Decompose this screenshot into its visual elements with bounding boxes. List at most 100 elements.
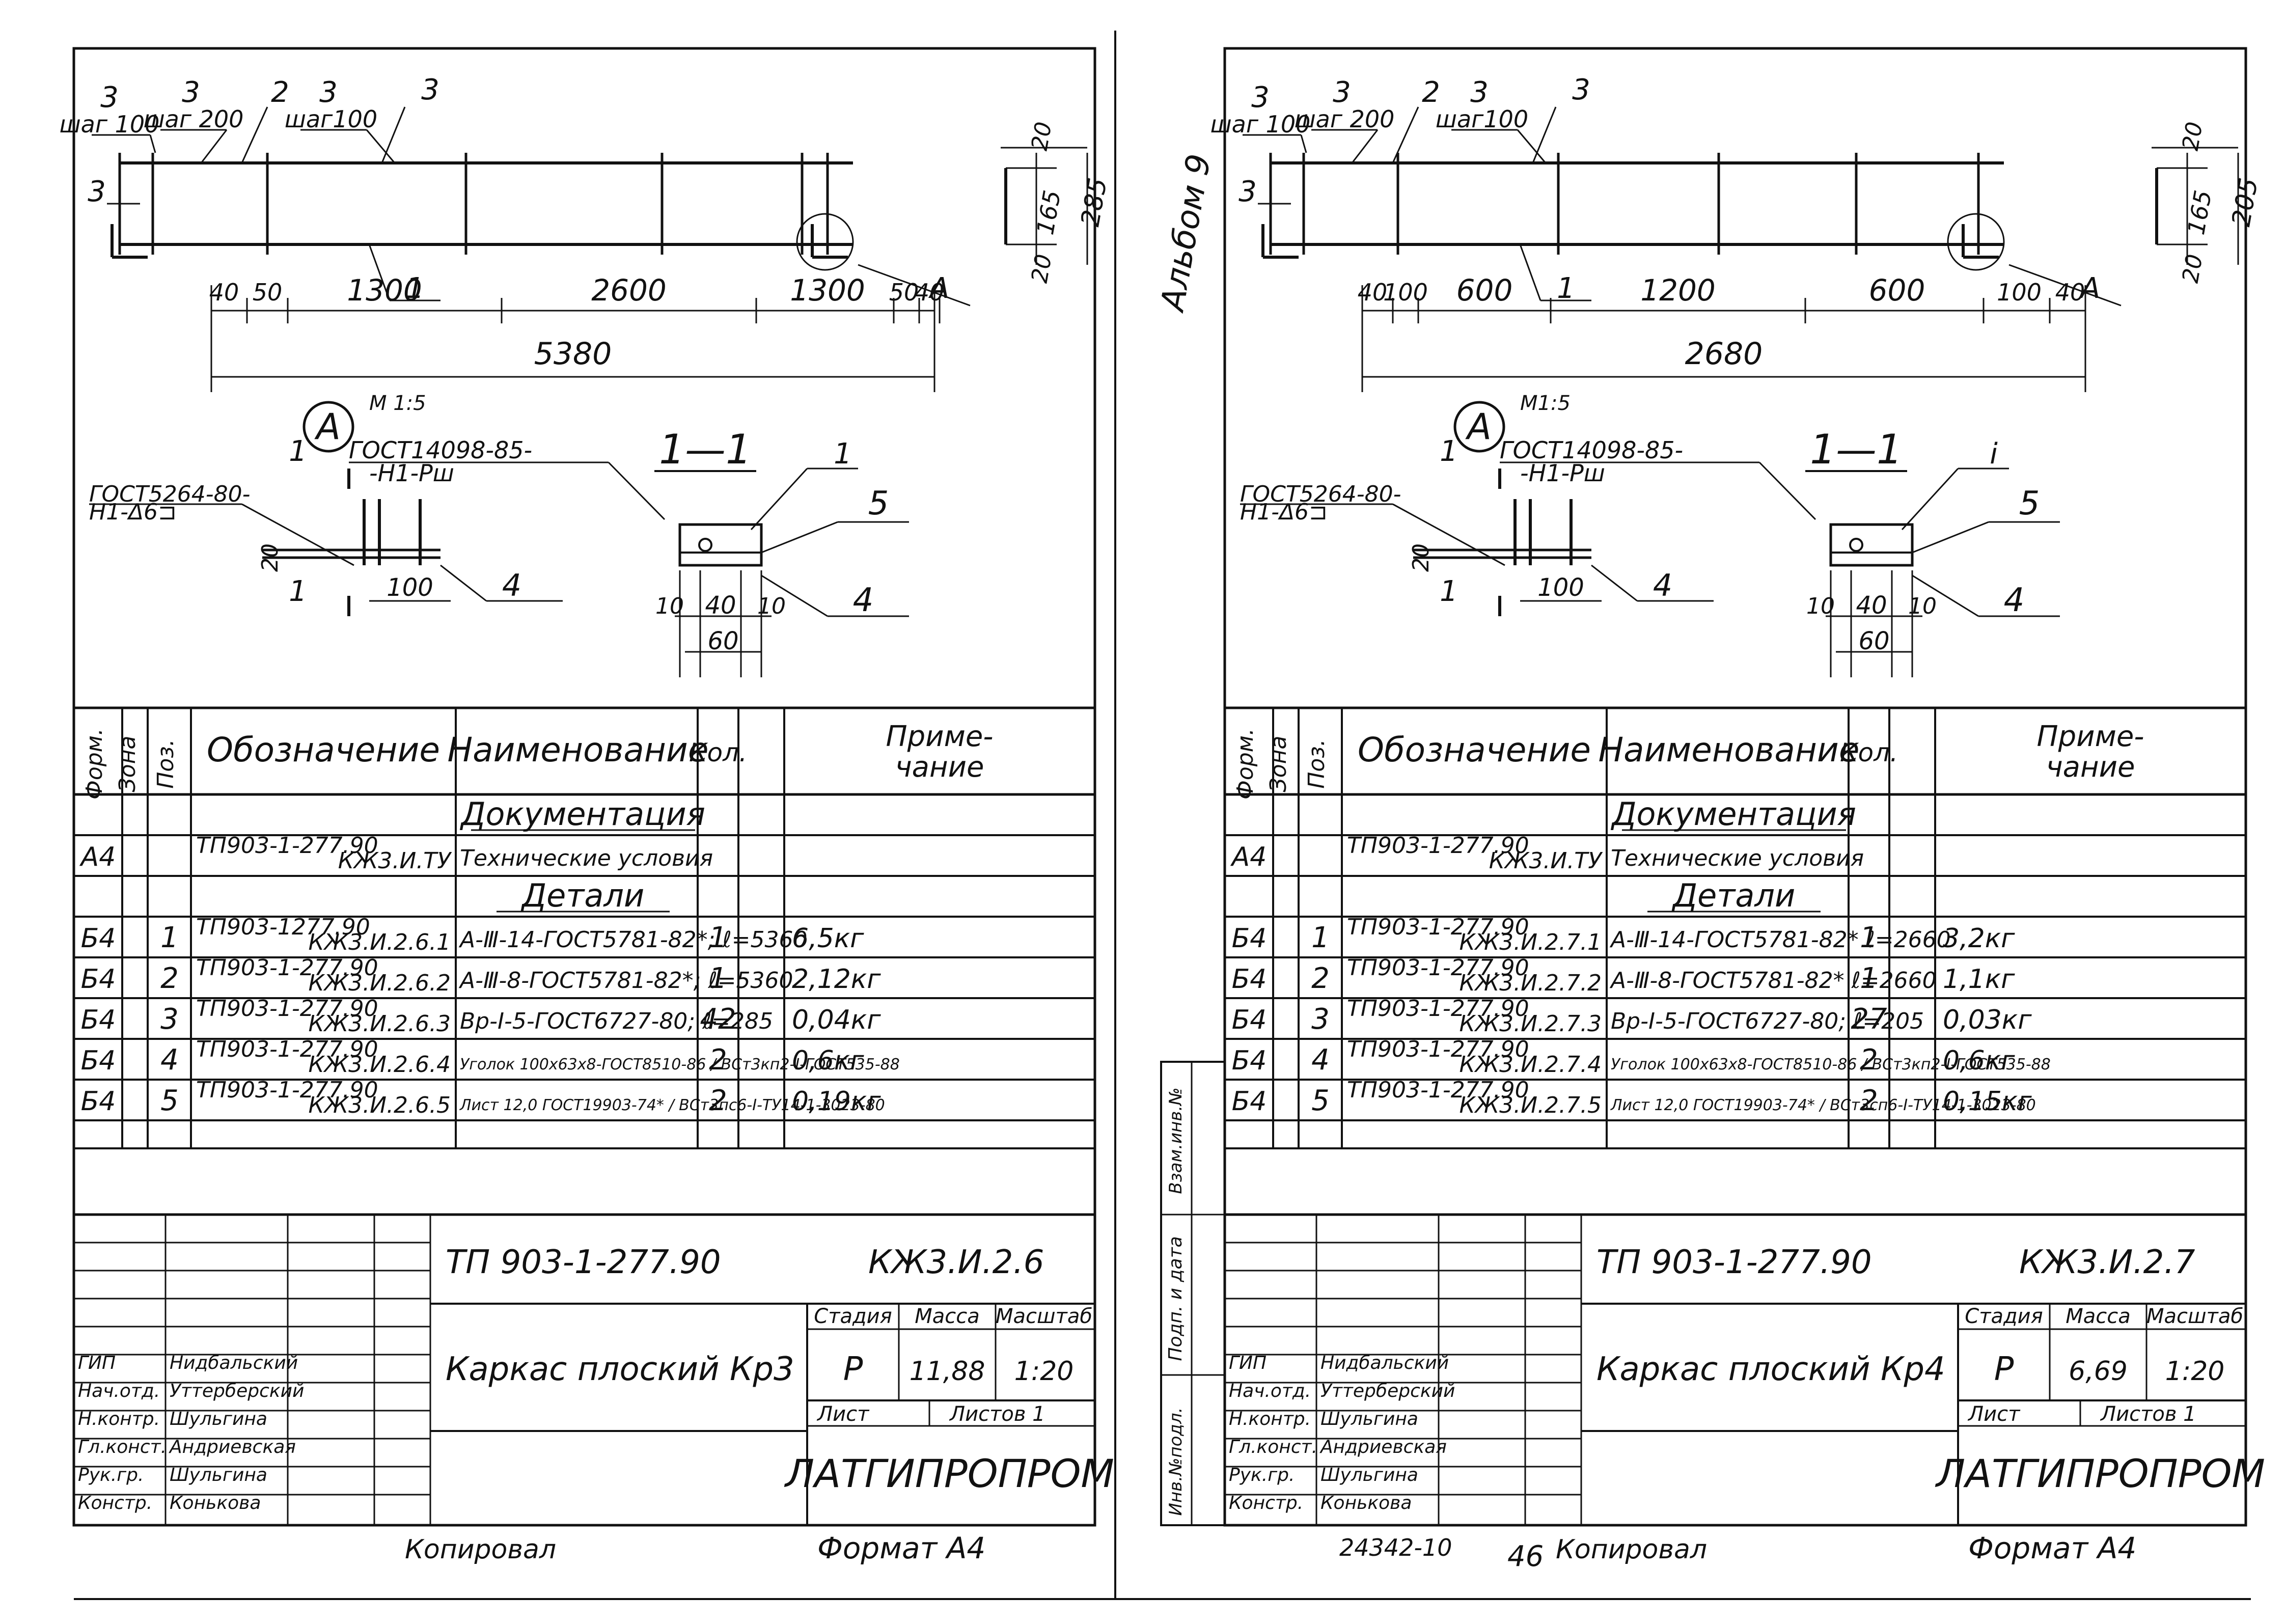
row-mark: КЖ3.И.2.6.3 <box>309 1011 451 1037</box>
row-name: Лист 12,0 ГОСТ19903-74* / ВСт3сп6-I-ТУ14… <box>1610 1096 2036 1114</box>
row-note: 1,1кг <box>1943 964 2015 995</box>
row-note: 0,04кг <box>792 1005 881 1035</box>
dimension-value: 20 <box>1027 120 1057 152</box>
detail-scale: M 1:5 <box>369 392 426 415</box>
section-title: 1—1 <box>659 426 752 473</box>
weld-note: ГОСТ5264-80- <box>1240 481 1401 507</box>
step-label: шаг 100 <box>60 111 160 138</box>
person-name: Конькова <box>170 1493 261 1513</box>
detail-mark: A <box>1465 406 1492 448</box>
pos-3-label: 3 <box>421 73 439 106</box>
person-name: Андриевская <box>169 1437 296 1457</box>
stage-value: Р <box>843 1351 863 1388</box>
dimension-value: 100 <box>387 573 433 602</box>
role-label: Гл.конст. <box>1229 1437 1317 1457</box>
row-note: 2,12кг <box>792 964 881 995</box>
row-format: Б4 <box>81 1005 116 1035</box>
detail-mark-circle <box>1453 401 1505 453</box>
organization: ЛАТГИПРОПРОМ <box>784 1451 1114 1496</box>
dimension-total: 5380 <box>534 336 612 372</box>
dimension-value: 20 <box>2178 252 2208 285</box>
pos-3-label: 3 <box>1251 81 1270 114</box>
pos-3-label: 3 <box>1470 76 1489 109</box>
dimension-value: 40 <box>2055 279 2085 306</box>
row-mark: КЖ3.И.2.6.2 <box>309 970 451 996</box>
row-qty: 2 <box>1860 1084 1878 1117</box>
header-designation: Обозначение <box>207 730 440 769</box>
leader <box>1392 503 1505 566</box>
row-note: 0,15кг <box>1943 1086 2032 1117</box>
section-parts-heading: Детали <box>1671 877 1796 914</box>
leader <box>761 574 828 617</box>
role-label: Рук.гр. <box>78 1465 144 1485</box>
row-code: ТП903-1-277.90 <box>1347 996 1529 1022</box>
row-format: Б4 <box>81 923 116 954</box>
row-pos: 1 <box>1311 921 1330 954</box>
mass-value: 11,88 <box>910 1356 985 1387</box>
row-format: Б4 <box>1232 1086 1267 1117</box>
row-pos: 4 <box>1311 1043 1330 1077</box>
format-label: Формат А4 <box>817 1531 985 1565</box>
format-label: Формат А4 <box>1968 1531 2136 1565</box>
leader <box>368 244 391 301</box>
pos-3-label: 3 <box>1333 76 1351 109</box>
row-name: Технические условия <box>1611 845 1864 871</box>
row-qty: 1 <box>1860 921 1878 954</box>
row-code: ТП903-1-277.90 <box>196 1077 378 1103</box>
dimension-value: 40 <box>915 279 945 306</box>
dimension-value: 20 <box>2178 120 2208 152</box>
dimension-value: 10 <box>757 593 786 619</box>
project-number: ТП 903-1-277.90 <box>1596 1244 1872 1281</box>
row-code: ТП903-1-277.90 <box>1347 833 1529 859</box>
leader <box>608 461 666 520</box>
copied-label: Копировал <box>405 1534 556 1565</box>
leader <box>1901 467 1959 531</box>
header-designation: Обозначение <box>1358 730 1591 769</box>
pos-1-label: 1 <box>1557 272 1575 305</box>
leader <box>761 521 838 554</box>
row-code: ТП903-1-277.90 <box>1347 914 1529 940</box>
pos-3-label: 3 <box>88 175 106 208</box>
row-code: ТП903-1277.90 <box>196 914 370 940</box>
role-label: Рук.гр. <box>1229 1465 1295 1485</box>
drawing-title: Каркас плоский Кр4 <box>1596 1351 1945 1388</box>
doc-number: 24342-10 <box>1339 1534 1452 1561</box>
row-qty: 27 <box>1851 1003 1887 1036</box>
person-name: Уттерберский <box>170 1381 304 1401</box>
leader <box>149 134 156 153</box>
pos-4-label: 4 <box>853 582 874 619</box>
row-qty: 42 <box>700 1003 736 1036</box>
leader <box>440 564 487 602</box>
row-name: Уголок 100х63х8-ГОСТ8510-86 / ВСт3кп2-I-… <box>1611 1056 2051 1074</box>
leader <box>750 467 808 531</box>
pos-5-label: 5 <box>2019 485 2040 522</box>
drawing-mark: КЖ3.И.2.7 <box>2019 1244 2195 1281</box>
leader <box>1351 129 1379 163</box>
row-format: Б4 <box>1232 1045 1267 1076</box>
mass-header: Масса <box>2066 1305 2131 1328</box>
dimension-value: 20 <box>1408 543 1434 572</box>
detail-scale: M1:5 <box>1520 392 1571 415</box>
pos-1-label: i <box>1990 437 1998 471</box>
margin-inv-label: Инв.№подл. <box>1166 1408 1186 1516</box>
pos-4-label: 4 <box>502 568 521 603</box>
pos-3-label: 3 <box>100 81 119 114</box>
pos-3-label: 3 <box>182 76 200 109</box>
leader <box>2008 264 2122 307</box>
sheets-header: Листов 1 <box>2100 1402 2196 1426</box>
stage-value: Р <box>1994 1351 2014 1388</box>
step-label: шаг100 <box>1436 105 1528 133</box>
step-label: шаг100 <box>285 105 377 133</box>
header-format: Форм. <box>81 728 107 800</box>
section-cut-label: 1 <box>289 575 307 608</box>
dimension-value: 1300 <box>347 273 422 308</box>
leader <box>241 106 268 163</box>
row-mark: КЖ3.И.ТУ <box>338 848 452 874</box>
person-name: Нидбальский <box>170 1353 298 1373</box>
step-label: шаг 200 <box>1295 105 1395 133</box>
row-pos: 3 <box>1311 1003 1330 1036</box>
row-code: ТП903-1-277.90 <box>1347 955 1529 981</box>
pos-1-label: 1 <box>406 272 424 305</box>
detail-callout-label: A <box>2079 272 2100 305</box>
row-format: А4 <box>1230 842 1267 872</box>
